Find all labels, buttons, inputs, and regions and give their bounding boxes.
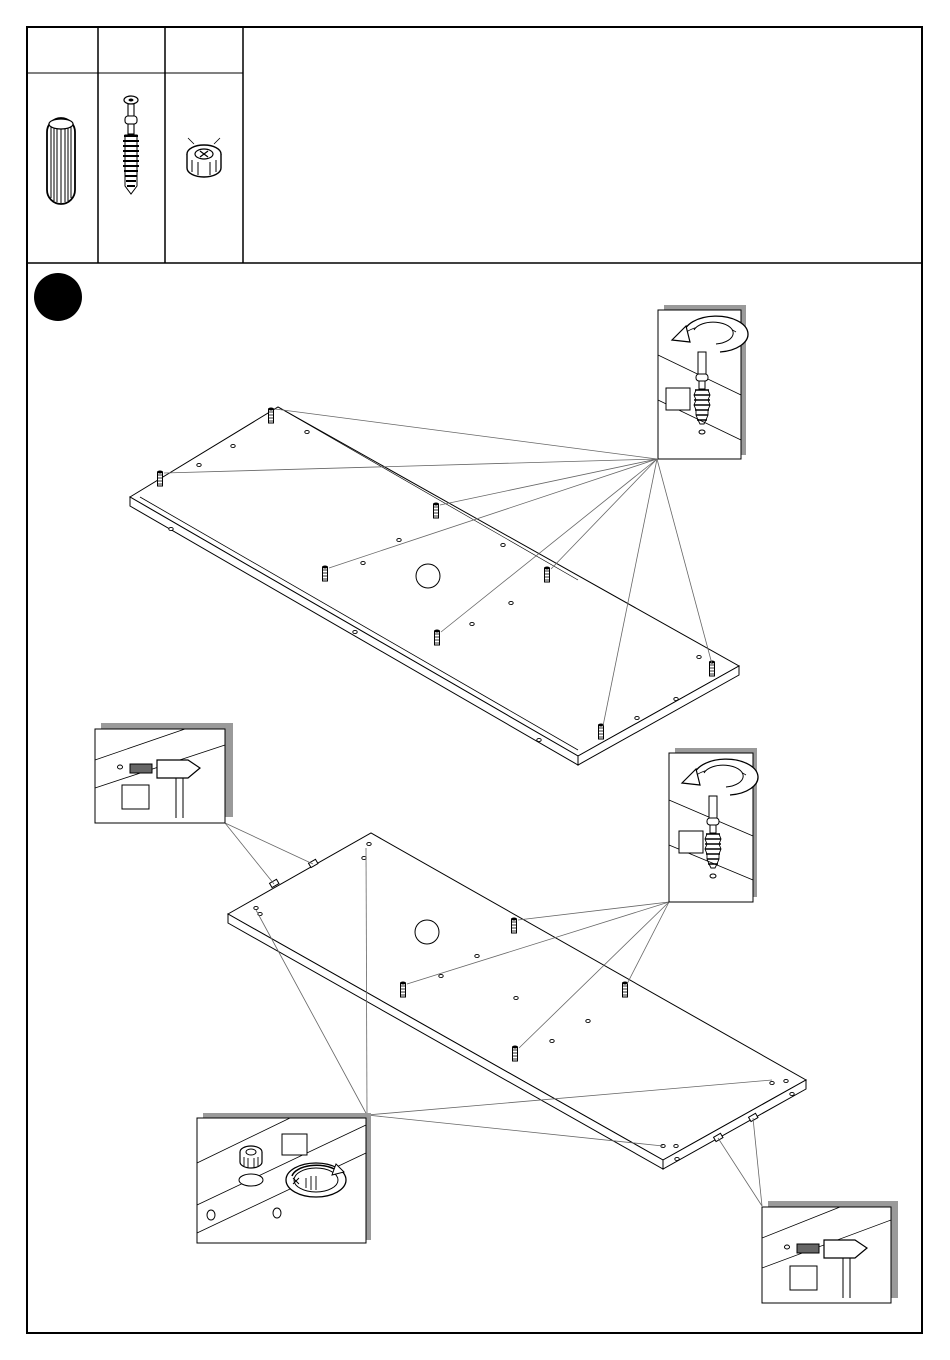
callout-dowel-hammer-right: [762, 1201, 898, 1303]
callout-cam-bolt-screw-in-top: [658, 305, 748, 459]
parts-table: [27, 27, 922, 263]
cam-bolt-icon: [123, 96, 139, 194]
wooden-dowel-icon: [47, 118, 75, 204]
quantity-box: [679, 831, 703, 853]
quantity-box: [666, 388, 690, 410]
callout-cam-bolt-screw-in-middle: [669, 748, 758, 902]
step-number-badge: [34, 273, 82, 321]
callout-dowel-hammer-left: [95, 723, 233, 823]
quantity-box: [122, 785, 149, 809]
callout-cam-lock-insert: [197, 1113, 371, 1243]
quantity-box: [790, 1266, 817, 1290]
cam-lock-icon: [187, 138, 221, 177]
quantity-box: [282, 1134, 307, 1155]
